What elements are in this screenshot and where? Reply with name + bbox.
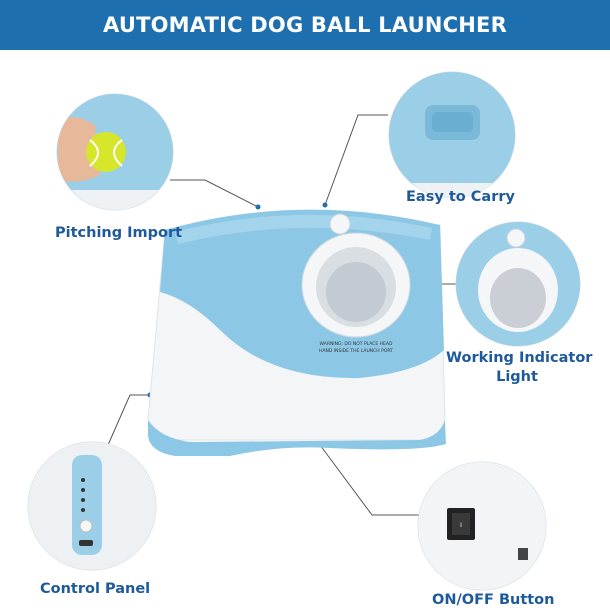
usb-port-icon (79, 540, 93, 546)
led-3-icon (81, 498, 85, 502)
tennis-ball-icon (86, 132, 126, 172)
detail-carry (388, 71, 516, 199)
label-indicator-line2: Light (496, 369, 538, 385)
detail-control-panel (27, 441, 157, 571)
label-control: Control Panel (40, 581, 151, 597)
leader-line-control (107, 394, 150, 446)
detail-indicator (455, 221, 581, 347)
led-1-icon (81, 478, 85, 482)
label-carry: Easy to Carry (406, 189, 515, 205)
led-4-icon (81, 508, 85, 512)
svg-text:I: I (460, 522, 462, 529)
launcher-device: WARNING: DO NOT PLACE HEAD HAND INSIDE T… (147, 209, 446, 456)
hand-image (58, 116, 100, 182)
detail-pitching (56, 93, 174, 211)
mode-button-icon (79, 519, 93, 533)
warning-text-2: HAND INSIDE THE LAUNCH PORT (319, 348, 393, 354)
label-indicator-line1: Working Indicator (446, 350, 593, 366)
detail-onoff: I (417, 461, 547, 591)
label-indicator: Working Indicator Light (446, 349, 593, 387)
leader-line-onoff (319, 444, 420, 516)
label-pitching: Pitching Import (55, 225, 183, 241)
title-banner: AUTOMATIC DOG BALL LAUNCHER (0, 0, 610, 50)
label-onoff: ON/OFF Button (432, 592, 555, 608)
banner-title: AUTOMATIC DOG BALL LAUNCHER (103, 13, 507, 37)
warning-text-1: WARNING: DO NOT PLACE HEAD (320, 341, 393, 347)
led-2-icon (81, 488, 85, 492)
leader-line-pitching (170, 179, 259, 208)
leader-line-carry (324, 114, 388, 206)
indicator-light-icon (506, 228, 526, 248)
